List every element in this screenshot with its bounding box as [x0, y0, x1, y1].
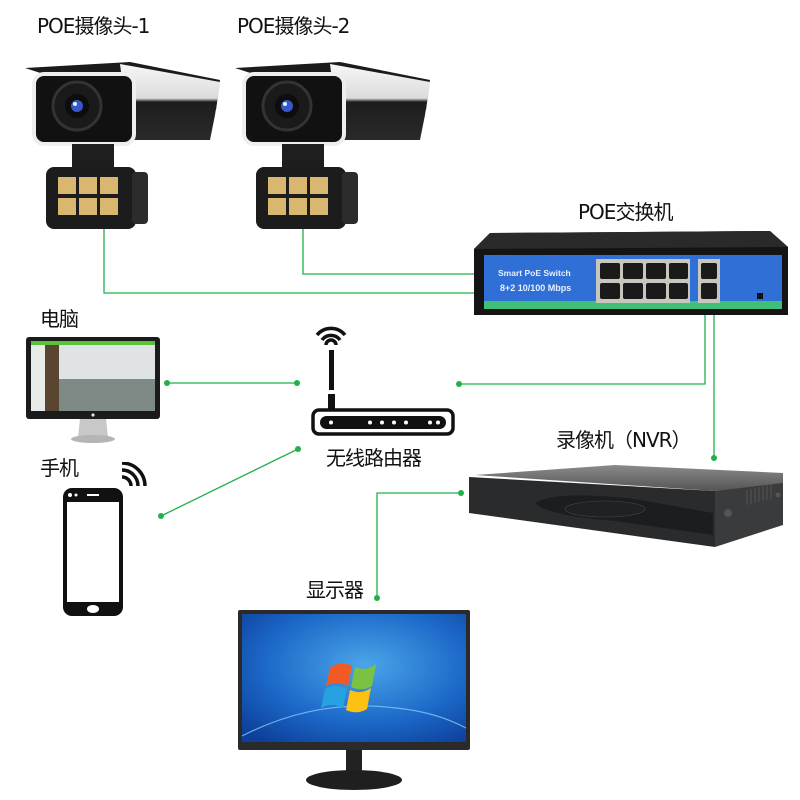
phone-label: 手机	[40, 456, 79, 480]
pc-icon	[26, 337, 160, 443]
wire-dot	[294, 380, 300, 386]
camera2-label: POE摄像头-2	[237, 14, 350, 38]
wire-dot	[456, 381, 462, 387]
monitor-label: 显示器	[306, 578, 364, 602]
wire-dot	[458, 490, 464, 496]
wire-phone-router	[160, 448, 299, 517]
nvr-label: 录像机（NVR）	[556, 428, 692, 452]
nvr-icon	[469, 465, 783, 547]
poe-switch-label: POE交换机	[578, 200, 673, 224]
wire-dot	[295, 446, 301, 452]
camera1-icon	[25, 62, 220, 229]
camera1-label: POE摄像头-1	[37, 14, 150, 38]
phone-icon	[63, 462, 147, 616]
pc-label: 电脑	[40, 307, 79, 331]
poe-switch-brand-text: Smart PoE Switch	[498, 268, 571, 278]
monitor-icon	[238, 610, 470, 790]
wire-nvr-monitor	[376, 492, 461, 598]
wifi-signal-icon	[315, 326, 347, 346]
wifi-signal-icon	[121, 462, 147, 487]
camera2-icon	[235, 62, 430, 229]
windows-logo-icon	[321, 663, 376, 713]
poe-switch: Smart PoE Switch 8+2 10/100 Mbps	[470, 229, 790, 317]
router-label: 无线路由器	[326, 446, 422, 470]
wire-dot	[374, 595, 380, 601]
poe-switch-body-icon	[474, 231, 788, 315]
wire-dot	[164, 380, 170, 386]
wire-dot	[158, 513, 164, 519]
poe-switch-spec-text: 8+2 10/100 Mbps	[500, 283, 572, 293]
router-icon	[311, 326, 455, 436]
